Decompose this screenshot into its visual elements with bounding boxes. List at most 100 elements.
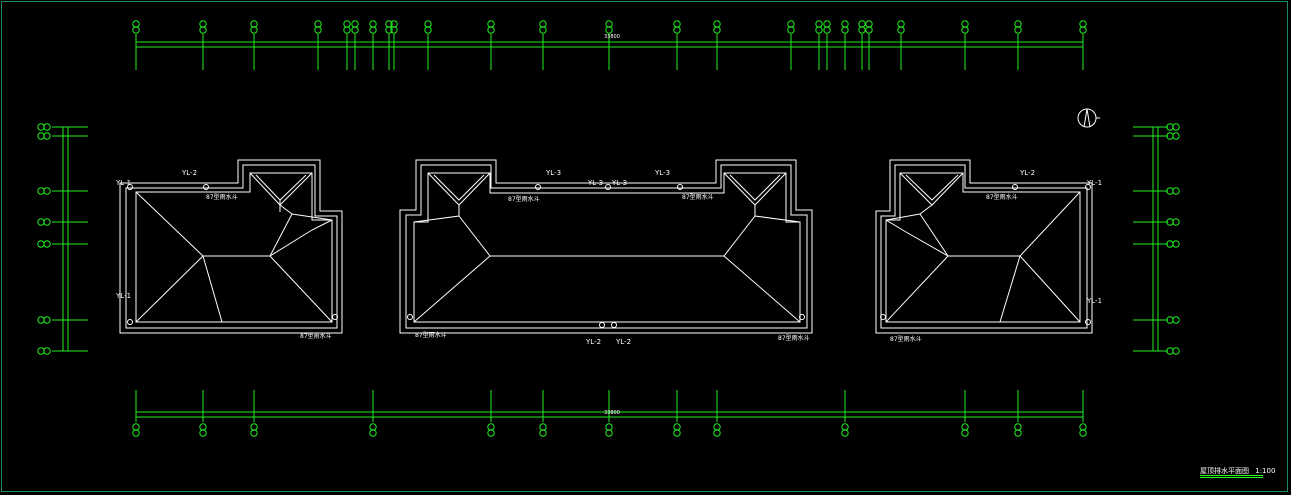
axis-bubble [1172,123,1180,131]
axis-bubble [43,240,51,248]
drain-marker [605,184,611,190]
axis-bubble [132,20,140,28]
axis-bubble [961,423,969,431]
axis-bubble [1172,316,1180,324]
axis-bubble [37,187,45,195]
axis-bubble [343,20,351,28]
axis-bubble [43,316,51,324]
axis-bubble [43,187,51,195]
drain-label: 87型雨水斗 [778,335,810,342]
axis-bubble [539,423,547,431]
top-total-dimension: 33800 [604,34,620,40]
axis-bubble [37,132,45,140]
axis-bubble [961,429,969,437]
axis-bubble [1079,20,1087,28]
drain-label: 87型雨水斗 [206,194,238,201]
drain-marker [1085,319,1091,325]
axis-bubble [787,20,795,28]
axis-bubble [369,20,377,28]
axis-bubble [43,347,51,355]
axis-bubble [390,26,398,34]
axis-bubble [250,423,258,431]
drawing-title-text: 屋顶排水平面图 [1200,467,1249,475]
drain-marker [880,314,886,320]
axis-bubble [841,423,849,431]
axis-bubble [199,20,207,28]
axis-bubble [841,26,849,34]
axis-bubble [1172,347,1180,355]
axis-bubble [487,20,495,28]
axis-bubble [487,26,495,34]
axis-bubble [605,26,613,34]
axis-bubble [673,423,681,431]
axis-bubble [1014,429,1022,437]
axis-bubble [713,423,721,431]
axis-bubble [539,429,547,437]
roof-right-building [875,159,1093,334]
axis-bubble [1172,218,1180,226]
pipe-label-yl2: YL-2 [616,338,632,346]
axis-bubble [43,123,51,131]
axis-bubble [1079,423,1087,431]
axis-bubble [37,218,45,226]
axis-bubble [487,429,495,437]
axis-bubble [314,26,322,34]
bottom-axis-dimensions [132,390,1087,437]
axis-bubble [343,26,351,34]
drain-marker [127,184,133,190]
axis-bubble [369,423,377,431]
axis-bubble [673,429,681,437]
axis-bubble [43,132,51,140]
drain-marker [1085,184,1091,190]
pipe-label-yl1: YL-1 [116,179,132,187]
drain-marker [332,314,338,320]
axis-bubble [250,20,258,28]
axis-bubble [1172,187,1180,195]
axis-bubble [673,26,681,34]
drain-marker [599,322,605,328]
axis-bubble [487,423,495,431]
pipe-label-yl1: YL-1 [116,292,132,300]
pipe-label-yl3: YL-3 [612,179,628,187]
axis-bubble [314,20,322,28]
axis-bubble [841,20,849,28]
axis-bubble [897,26,905,34]
axis-bubble [1172,240,1180,248]
axis-bubble [1079,429,1087,437]
top-axis-dimensions [132,20,1087,70]
axis-bubble [961,20,969,28]
drain-label: 87型雨水斗 [415,332,447,339]
axis-bubble [1172,132,1180,140]
right-axis-dimensions [1133,123,1180,355]
axis-bubble [815,20,823,28]
axis-bubble [424,20,432,28]
axis-bubble [858,26,866,34]
drawing-scale: 1:100 [1255,467,1276,475]
drawing-title: 屋顶排水平面图 1:100 [1200,466,1276,478]
axis-bubble [369,26,377,34]
axis-bubble [858,20,866,28]
axis-bubble [787,26,795,34]
axis-bubble [605,423,613,431]
axis-bubble [43,218,51,226]
axis-bubble [199,429,207,437]
drain-marker [203,184,209,190]
drain-marker [799,314,805,320]
pipe-label-yl3: YL-3 [546,169,562,177]
axis-bubble [605,20,613,28]
drain-marker [677,184,683,190]
drain-marker [535,184,541,190]
axis-bubble [132,429,140,437]
axis-bubble [369,429,377,437]
pipe-label-yl2: YL-2 [586,338,602,346]
pipe-label-yl2: YL-2 [182,169,198,177]
axis-bubble [865,26,873,34]
axis-bubble [961,26,969,34]
axis-bubble [841,429,849,437]
axis-bubble [250,26,258,34]
axis-bubble [351,26,359,34]
axis-bubble [713,20,721,28]
north-arrow-icon [1077,108,1100,128]
pipe-label-yl2: YL-2 [1020,169,1036,177]
